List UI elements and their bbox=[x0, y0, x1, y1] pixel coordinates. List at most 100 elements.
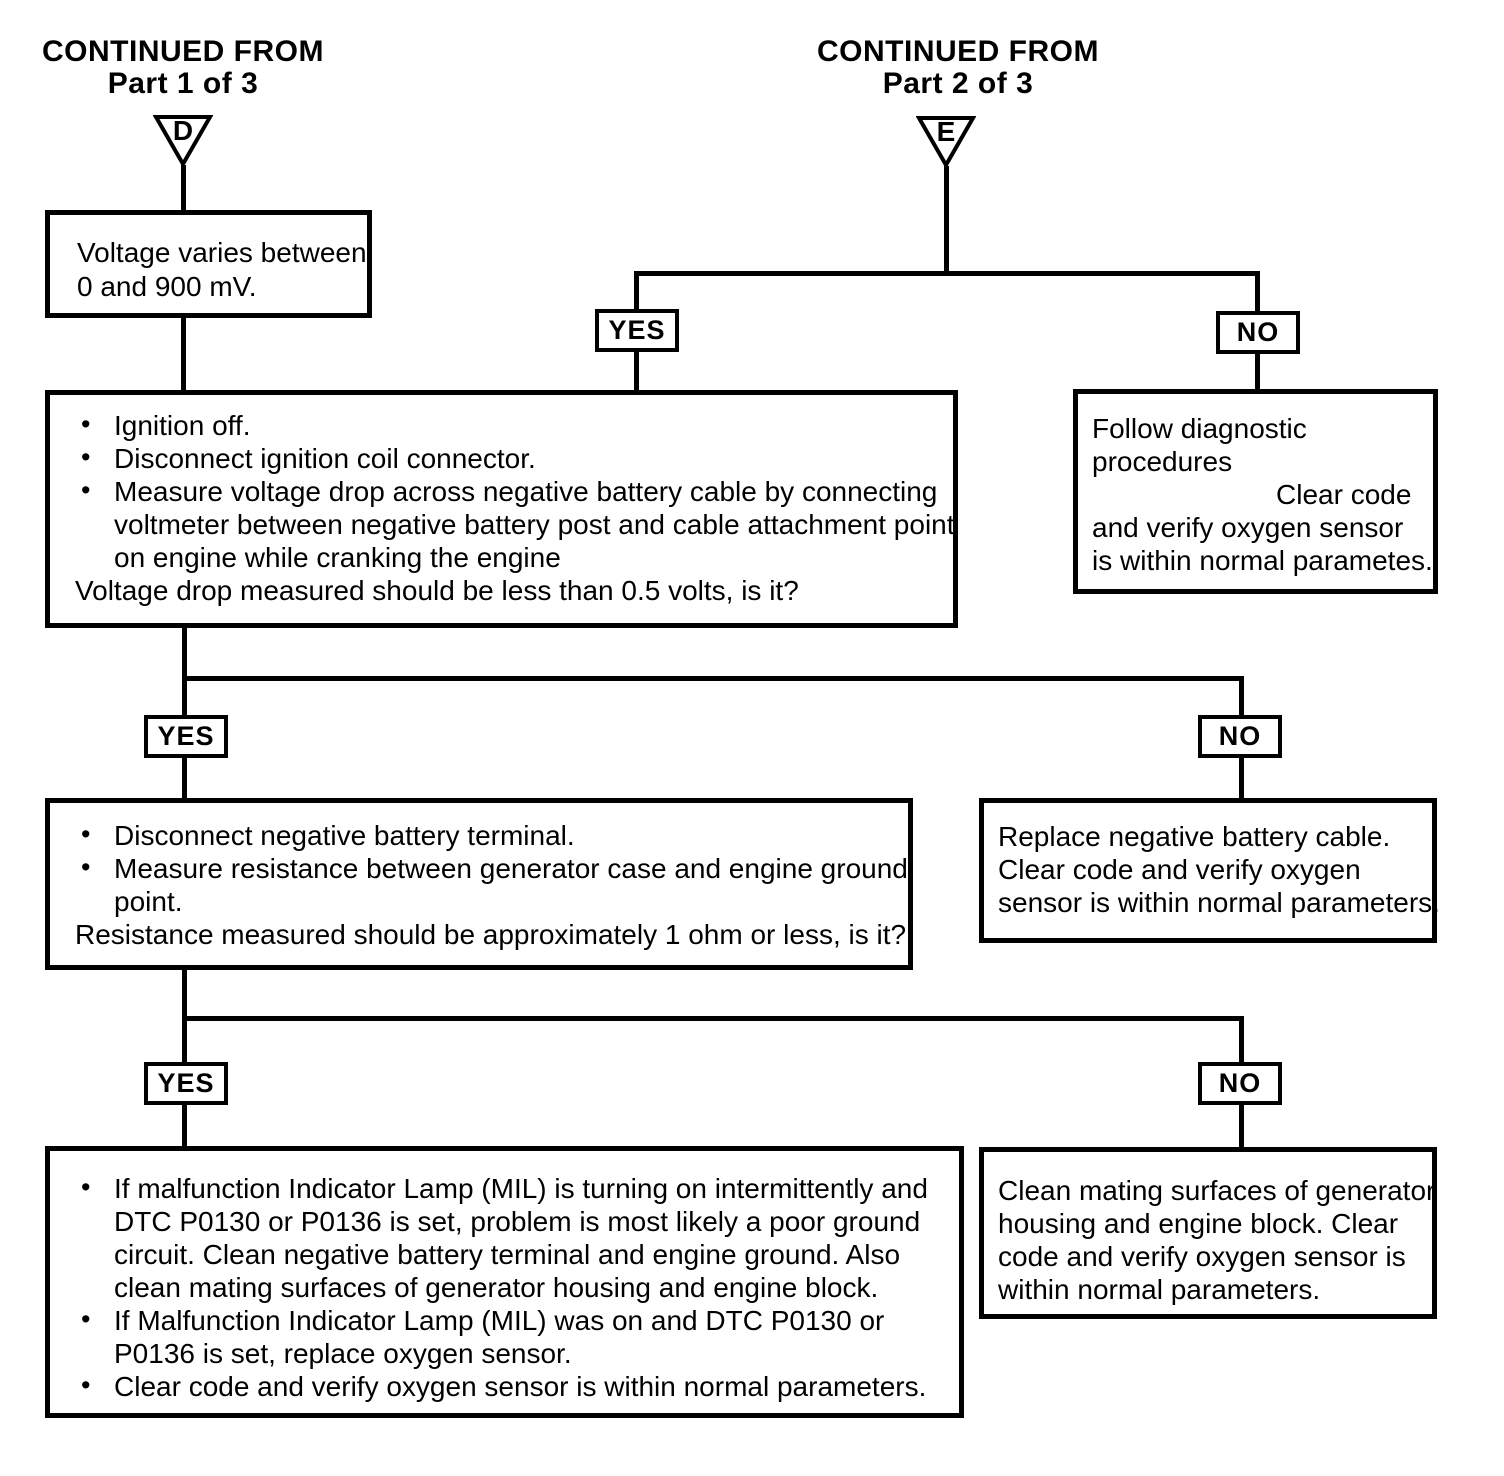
connector-box2-to-branch2 bbox=[182, 626, 187, 680]
box-replace-cable: Replace negative battery cable.Clear cod… bbox=[979, 798, 1440, 943]
connector-e: E bbox=[916, 115, 976, 169]
text-line: code and verify oxygen sensor is bbox=[998, 1240, 1432, 1273]
yes1-stem-top bbox=[634, 271, 639, 312]
text-line-content: Clean mating surfaces of generator bbox=[998, 1175, 1436, 1206]
text-line-content: is within normal parametes. bbox=[1092, 545, 1433, 576]
continued-from-part1-header: CONTINUED FROM Part 1 of 3 bbox=[23, 36, 343, 100]
bullet-icon: • bbox=[81, 1370, 91, 1400]
text-line: housing and engine block. Clear bbox=[998, 1207, 1432, 1240]
connector-box3-to-branch3 bbox=[182, 968, 187, 1020]
text-line: within normal parameters. bbox=[998, 1273, 1432, 1306]
branch-line-2 bbox=[182, 676, 1244, 681]
text-line: •If malfunction Indicator Lamp (MIL) is … bbox=[50, 1172, 959, 1205]
connector-e-letter: E bbox=[936, 116, 956, 147]
continued-from-part2-header: CONTINUED FROM Part 2 of 3 bbox=[798, 36, 1118, 100]
text-line-content: Resistance measured should be approximat… bbox=[75, 919, 907, 950]
text-line: •If Malfunction Indicator Lamp (MIL) was… bbox=[50, 1304, 959, 1337]
no2-stem-top bbox=[1239, 676, 1244, 717]
text-line: sensor is within normal parameters. bbox=[998, 886, 1440, 919]
text-line-content: Disconnect negative battery terminal. bbox=[114, 820, 575, 851]
text-line: Follow diagnostic bbox=[1092, 412, 1433, 445]
connector-e-stem bbox=[944, 166, 949, 276]
continued-from-part1-title: CONTINUED FROM bbox=[42, 35, 324, 68]
text-line: 0 and 900 mV. bbox=[77, 270, 367, 304]
text-line: DTC P0130 or P0136 is set, problem is mo… bbox=[50, 1205, 959, 1238]
text-line-content: Replace negative battery cable. bbox=[998, 821, 1391, 852]
text-line: and verify oxygen sensor bbox=[1092, 511, 1433, 544]
text-line-content: clean mating surfaces of generator housi… bbox=[114, 1272, 879, 1303]
text-line-content: If malfunction Indicator Lamp (MIL) is t… bbox=[114, 1173, 928, 1204]
text-line: Clean mating surfaces of generator bbox=[998, 1174, 1436, 1207]
text-line: • Disconnect negative battery terminal. bbox=[50, 819, 908, 852]
no1-stem-bottom bbox=[1255, 352, 1260, 391]
text-line-content: and verify oxygen sensor bbox=[1092, 512, 1404, 543]
no3-stem-top bbox=[1239, 1016, 1244, 1064]
continued-from-part2-subtitle: Part 2 of 3 bbox=[882, 67, 1034, 100]
text-line-content: Disconnect ignition coil connector. bbox=[114, 443, 536, 474]
text-line: on engine while cranking the engine bbox=[50, 541, 953, 574]
text-line-content: Voltage varies between bbox=[77, 237, 367, 268]
text-line-content: Follow diagnostic bbox=[1092, 413, 1307, 444]
text-line: Voltage varies between bbox=[77, 236, 367, 270]
bullet-icon: • bbox=[81, 409, 91, 439]
text-line: Voltage drop measured should be less tha… bbox=[50, 574, 953, 607]
text-line-content: P0136 is set, replace oxygen sensor. bbox=[114, 1338, 572, 1369]
text-line-content: DTC P0130 or P0136 is set, problem is mo… bbox=[114, 1206, 921, 1237]
text-line: circuit. Clean negative battery terminal… bbox=[50, 1238, 959, 1271]
bullet-icon: • bbox=[81, 852, 91, 882]
text-line: • Clear code and verify oxygen sensor is … bbox=[50, 1370, 959, 1403]
branch-line-1 bbox=[634, 271, 1260, 276]
box-resistance-test: • Disconnect negative battery terminal. • M… bbox=[45, 798, 913, 970]
no-box-3: NO bbox=[1198, 1062, 1282, 1105]
text-line-content: If Malfunction Indicator Lamp (MIL) was … bbox=[114, 1305, 885, 1336]
yes3-stem-top bbox=[182, 1016, 187, 1064]
bullet-icon: • bbox=[81, 442, 91, 472]
text-line-content: Ignition off. bbox=[114, 410, 251, 441]
connector-d: D bbox=[153, 114, 213, 168]
connector-box1-to-box2 bbox=[181, 316, 186, 392]
text-line-content: on engine while cranking the engine bbox=[114, 542, 561, 573]
yes3-stem-bottom bbox=[182, 1102, 187, 1148]
text-line: Replace negative battery cable. bbox=[998, 820, 1432, 853]
box-mil-diagnosis: • If malfunction Indicator Lamp (MIL) is … bbox=[45, 1146, 964, 1418]
text-line: Resistance measured should be approximat… bbox=[50, 918, 908, 951]
connector-d-letter: D bbox=[172, 115, 194, 146]
continued-from-part2-title: CONTINUED FROM bbox=[817, 35, 1099, 68]
no-box-1: NO bbox=[1216, 311, 1300, 354]
yes2-stem-bottom bbox=[182, 755, 187, 800]
text-line-content: point. bbox=[114, 886, 183, 917]
yes2-stem-top bbox=[182, 676, 187, 717]
no1-stem-top bbox=[1255, 271, 1260, 313]
bullet-icon: • bbox=[81, 819, 91, 849]
yes-box-3: YES bbox=[144, 1062, 228, 1105]
text-line-content: sensor is within normal parameters. bbox=[998, 887, 1440, 918]
text-line-content: code and verify oxygen sensor is bbox=[998, 1241, 1406, 1272]
text-line-content: Measure voltage drop across negative bat… bbox=[114, 476, 938, 507]
text-line-content: Clear code bbox=[1276, 479, 1412, 510]
text-line: clean mating surfaces of generator housi… bbox=[50, 1271, 959, 1304]
text-line-content: within normal parameters. bbox=[998, 1274, 1321, 1305]
branch-line-3 bbox=[182, 1016, 1244, 1021]
text-line-content: housing and engine block. Clear bbox=[998, 1208, 1399, 1239]
text-line: P0136 is set, replace oxygen sensor. bbox=[50, 1337, 959, 1370]
text-line: point. bbox=[50, 885, 908, 918]
yes-box-2: YES bbox=[144, 715, 228, 758]
yes-box-1: YES bbox=[595, 309, 679, 352]
down-triangle-icon bbox=[916, 116, 976, 169]
connector-d-stem bbox=[181, 165, 186, 212]
yes1-stem-bottom bbox=[634, 350, 639, 392]
text-line: • Measure voltage drop across negative ba… bbox=[50, 475, 953, 508]
text-line: • Measure resistance between generator ca… bbox=[50, 852, 908, 885]
text-line-content: Clear code and verify oxygen sensor is w… bbox=[114, 1371, 927, 1402]
text-line-content: Voltage drop measured should be less tha… bbox=[75, 575, 799, 606]
down-triangle-icon bbox=[153, 115, 213, 168]
text-line-content: Clear code and verify oxygen bbox=[998, 854, 1361, 885]
continued-from-part1-subtitle: Part 1 of 3 bbox=[107, 67, 259, 100]
text-line-content: voltmeter between negative battery post … bbox=[114, 509, 955, 540]
text-line-content: Measure resistance between generator cas… bbox=[114, 853, 908, 884]
bullet-icon: • bbox=[81, 475, 91, 505]
